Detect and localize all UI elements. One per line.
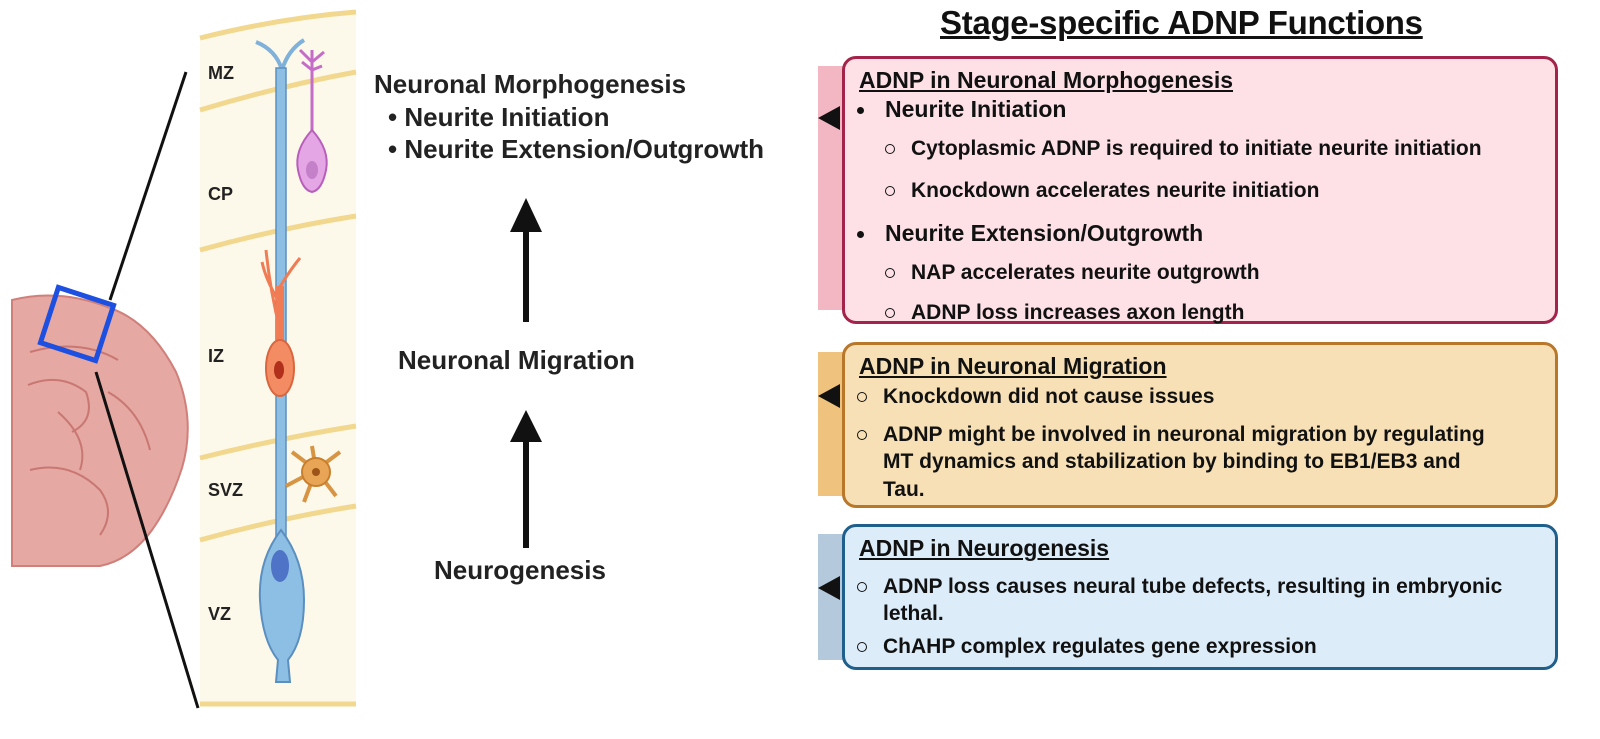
neurogenesis-point-1: ADNP loss causes neural tube defects, re… — [857, 573, 1503, 628]
neurogenesis-pointer-icon — [818, 576, 840, 600]
bullet-icon — [857, 231, 864, 238]
circle-bullet-icon — [885, 308, 895, 318]
migration-tab — [818, 352, 846, 496]
migration-point-2: ADNP might be involved in neuronal migra… — [857, 421, 1503, 503]
circle-bullet-icon — [857, 392, 867, 402]
morph-group-1-heading: Neurite Initiation — [857, 95, 1066, 125]
astrocyte — [285, 445, 342, 503]
neurogenesis-box: ADNP in Neurogenesis ADNP loss causes ne… — [842, 524, 1558, 670]
cortex-illustration — [11, 9, 542, 709]
migrating-neuron — [260, 249, 302, 397]
migration-point-1: Knockdown did not cause issues — [857, 383, 1523, 410]
stage-morphogenesis-item-1: • Neurite Initiation — [388, 101, 610, 132]
migration-box: ADNP in Neuronal Migration Knockdown did… — [842, 342, 1558, 508]
layer-label-vz: VZ — [208, 604, 232, 624]
circle-bullet-icon — [885, 186, 895, 196]
morph-group-2-point-1: NAP accelerates neurite outgrowth — [885, 259, 1260, 286]
morphogenesis-pointer-icon — [818, 106, 840, 130]
stage-morphogenesis-item-2: • Neurite Extension/Outgrowth — [388, 134, 765, 164]
morph-group-2-point-2: ADNP loss increases axon length — [885, 299, 1244, 326]
circle-bullet-icon — [857, 582, 867, 592]
stage-morphogenesis: Neuronal Morphogenesis • Neurite Initiat… — [374, 68, 764, 166]
up-arrow-upper — [510, 198, 542, 322]
layer-label-mz: MZ — [208, 63, 234, 83]
circle-bullet-icon — [857, 642, 867, 652]
bullet-icon — [857, 107, 864, 114]
morph-group-2-heading: Neurite Extension/Outgrowth — [857, 219, 1203, 249]
zoom-line-bottom — [94, 371, 200, 709]
neurogenesis-box-title: ADNP in Neurogenesis — [859, 535, 1110, 561]
pyramidal-neuron — [296, 48, 328, 194]
morph-group-1-point-1: Cytoplasmic ADNP is required to initiate… — [885, 135, 1482, 162]
migration-box-title: ADNP in Neuronal Migration — [859, 353, 1167, 379]
up-arrow-lower — [510, 410, 542, 548]
morphogenesis-box: ADNP in Neuronal Morphogenesis Neurite I… — [842, 56, 1558, 324]
brain-illustration — [11, 294, 189, 567]
morph-group-1-point-2: Knockdown accelerates neurite initiation — [885, 177, 1319, 204]
morphogenesis-box-title: ADNP in Neuronal Morphogenesis — [859, 67, 1234, 93]
circle-bullet-icon — [885, 268, 895, 278]
page-title: Stage-specific ADNP Functions — [940, 4, 1423, 41]
layer-label-svz: SVZ — [208, 480, 244, 500]
migration-pointer-icon — [818, 384, 840, 408]
layer-label-cp: CP — [208, 184, 234, 204]
circle-bullet-icon — [857, 430, 867, 440]
neurogenesis-point-2: ChAHP complex regulates gene expression — [857, 633, 1523, 660]
highlight-square — [37, 284, 117, 364]
layer-label-iz: IZ — [208, 346, 224, 366]
stage-morphogenesis-heading: Neuronal Morphogenesis — [374, 69, 687, 99]
zoom-line-top — [108, 71, 188, 301]
stage-neurogenesis: Neurogenesis — [434, 555, 606, 585]
circle-bullet-icon — [885, 144, 895, 154]
stage-migration: Neuronal Migration — [398, 345, 635, 375]
